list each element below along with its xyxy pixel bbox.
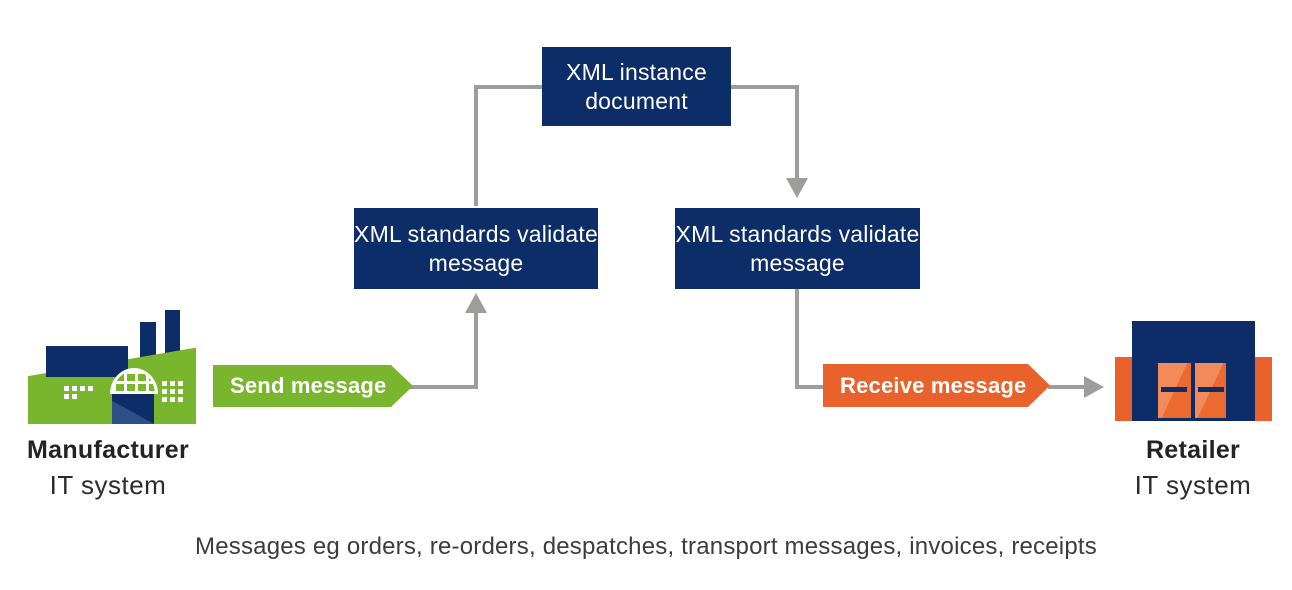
receive-message-banner: Receive message — [823, 364, 1050, 407]
send-message-banner: Send message — [213, 365, 413, 407]
connector-left-up-vertical — [474, 87, 478, 206]
factory-icon — [28, 310, 196, 424]
connector-right-down-vertical — [795, 87, 799, 180]
arrowhead-up-icon — [465, 293, 487, 313]
messages-caption: Messages eg orders, re-orders, despatche… — [195, 533, 1097, 560]
arrowhead-down-icon — [786, 178, 808, 198]
send-message-label: Send message — [230, 373, 387, 398]
xml-instance-document-box: XML instance document — [542, 47, 731, 126]
retailer-system: IT system — [1134, 470, 1252, 500]
retailer-name: Retailer — [1145, 436, 1241, 464]
connector-send-horizontal — [398, 385, 478, 389]
xml-validate-left-box: XML standards validate message — [354, 208, 598, 289]
retailer-label-block: Retailer IT system — [1093, 436, 1292, 501]
connector-right-down-horizontal — [731, 85, 799, 89]
connector-receive-horizontal — [795, 385, 828, 389]
factory-back-block — [46, 346, 128, 377]
manufacturer-label-block: Manufacturer IT system — [8, 436, 208, 501]
storefront-icon — [1112, 318, 1274, 421]
factory-door-shine — [112, 400, 154, 424]
xml-validate-right-box: XML standards validate message — [675, 208, 920, 289]
store-door-handle — [1161, 387, 1187, 392]
connector-receive-vertical — [795, 289, 799, 387]
store-front-building — [1132, 321, 1255, 421]
factory-chimney — [140, 322, 156, 366]
receive-message-label: Receive message — [840, 372, 1027, 398]
manufacturer-system: IT system — [49, 470, 167, 500]
factory-door — [112, 394, 154, 424]
store-door-handle — [1198, 387, 1224, 392]
connector-send-vertical — [474, 312, 478, 389]
factory-chimney — [165, 310, 180, 364]
connector-left-up-horizontal — [474, 85, 542, 89]
manufacturer-name: Manufacturer — [27, 436, 189, 464]
connector-to-retailer — [1048, 385, 1086, 389]
store-door-right — [1195, 363, 1226, 418]
arrowhead-right-icon — [1084, 376, 1104, 398]
store-door-left — [1158, 363, 1191, 418]
